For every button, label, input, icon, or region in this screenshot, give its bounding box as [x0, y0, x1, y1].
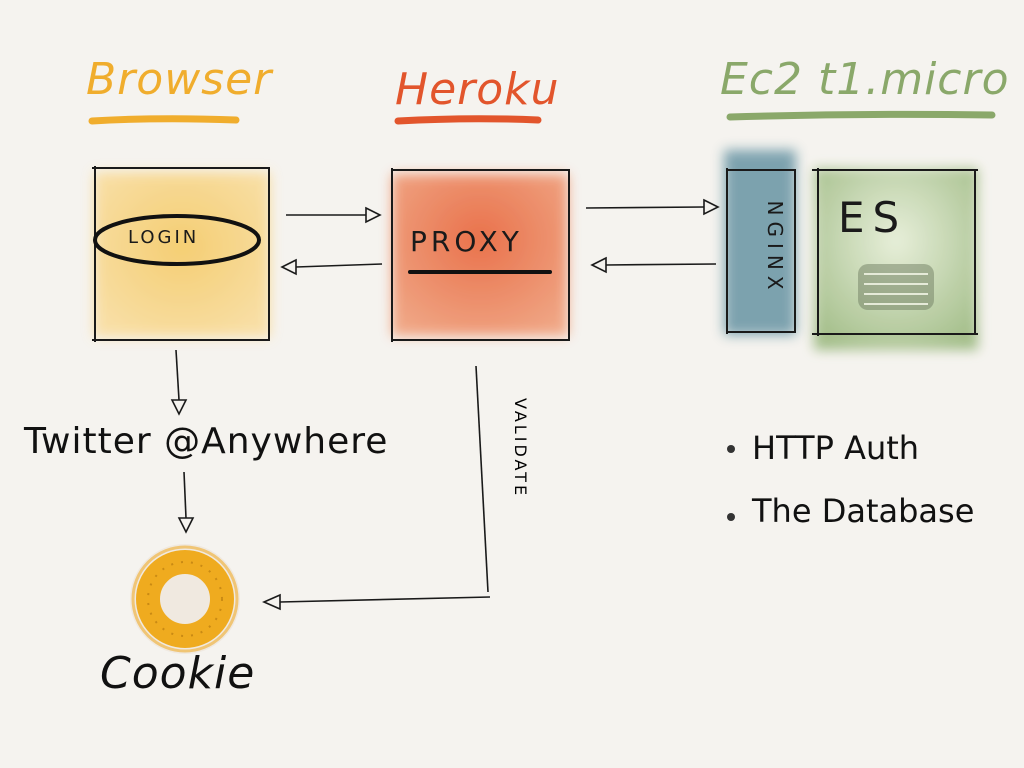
bullet-dot-2	[727, 513, 735, 521]
bullet-dot-1	[727, 445, 735, 453]
arrow-proxy-to-browser	[280, 258, 383, 276]
arrow-nginx-to-proxy	[590, 256, 717, 274]
nginx-label: NGINX	[763, 200, 787, 296]
arrow-browser-to-twitter	[170, 349, 188, 416]
ec2-heading: Ec2 t1.micro	[720, 54, 1010, 105]
arrow-browser-to-proxy	[286, 206, 382, 224]
browser-box	[92, 166, 270, 342]
login-oval	[93, 214, 261, 266]
ec2-underline	[726, 110, 996, 121]
cookie-label: Cookie	[100, 648, 256, 699]
note-http-auth: HTTP Auth	[752, 429, 920, 467]
arrow-validate-to-cookie	[262, 365, 491, 611]
heroku-underline	[394, 115, 542, 125]
es-label: ES	[838, 193, 908, 242]
heroku-heading: Heroku	[395, 64, 560, 115]
twitter-anywhere-label: Twitter @Anywhere	[24, 421, 389, 462]
proxy-box	[391, 168, 570, 342]
browser-heading: Browser	[86, 54, 273, 105]
database-icon	[858, 264, 934, 310]
browser-underline	[88, 115, 240, 125]
note-the-database: The Database	[752, 492, 975, 530]
validate-label: VALIDATE	[511, 397, 530, 499]
es-box	[812, 168, 978, 350]
nginx-box	[724, 150, 796, 335]
arrow-twitter-to-cookie	[177, 471, 195, 534]
cookie-icon	[130, 544, 240, 654]
arrow-proxy-to-nginx	[585, 198, 720, 216]
login-label: LOGIN	[128, 227, 200, 248]
proxy-label: PROXY	[410, 225, 523, 258]
